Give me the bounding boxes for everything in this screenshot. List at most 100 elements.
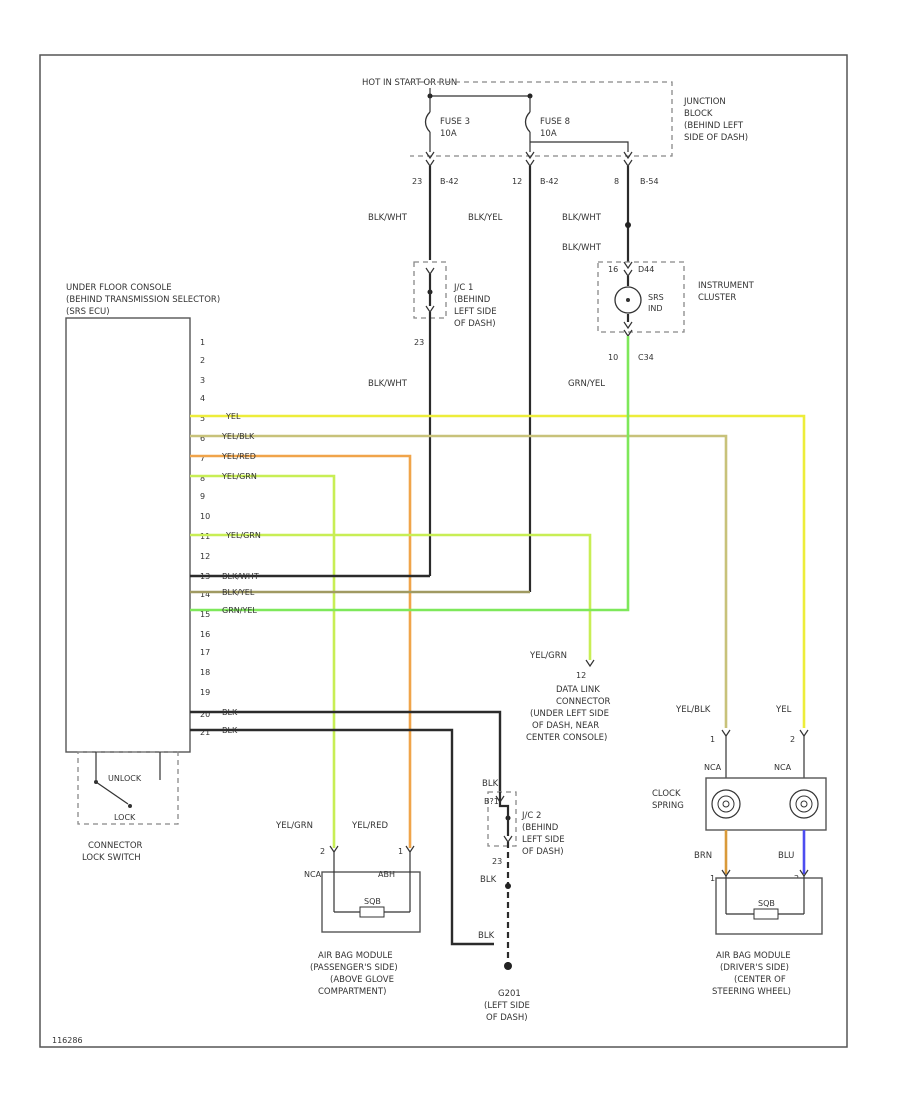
cluster-connector-top bbox=[623, 261, 633, 278]
clock-spring-coil-right bbox=[789, 789, 819, 819]
ground-line1: G201 bbox=[498, 989, 521, 999]
drv-wire-left-label: YEL/BLK bbox=[675, 705, 711, 715]
ecu-pin-17: 17 bbox=[200, 648, 210, 657]
pass-squib bbox=[333, 852, 411, 918]
drv-connector-arrows bbox=[721, 729, 809, 738]
b54-splice-dot bbox=[625, 222, 631, 228]
ecu-wire-label-p7: YEL/RED bbox=[221, 452, 256, 461]
connector-b42-a bbox=[425, 151, 435, 168]
diagram-frame bbox=[39, 54, 848, 1048]
power-label: HOT IN START OR RUN bbox=[362, 78, 457, 88]
clock-spring-coil-left bbox=[711, 789, 741, 819]
pass-pin-left: 2 bbox=[320, 847, 325, 856]
dlc-pin-arrow bbox=[585, 659, 595, 668]
srs-lamp-label-2: IND bbox=[648, 304, 663, 313]
cluster-label-1: INSTRUMENT bbox=[698, 281, 755, 291]
srs-indicator-center bbox=[626, 298, 630, 302]
ecu-wire-label-p5: YEL bbox=[225, 412, 241, 421]
figure-code: 116286 bbox=[52, 1036, 83, 1045]
junction-block-line4: SIDE OF DASH) bbox=[684, 133, 748, 143]
jc2-splice-dot bbox=[505, 883, 511, 889]
cluster-top-conn: D44 bbox=[638, 265, 654, 274]
jc1-line3: LEFT SIDE bbox=[454, 307, 497, 317]
pass-module-line4: COMPARTMENT) bbox=[318, 987, 386, 997]
ecu-pin-4: 4 bbox=[200, 394, 205, 403]
pass-squib-label: SQB bbox=[364, 897, 381, 906]
console-label-2: (BEHIND TRANSMISSION SELECTOR) bbox=[66, 295, 220, 305]
drv-pin-right: 2 bbox=[790, 735, 795, 744]
drv-squib bbox=[725, 876, 805, 920]
ecu-pin-10: 10 bbox=[200, 512, 210, 521]
ecu-pin-19: 19 bbox=[200, 688, 210, 697]
ecu-wire-label-p20: BLK bbox=[222, 708, 238, 717]
ecu-pin-11: 11 bbox=[200, 532, 210, 541]
wire-yelgrn-pin11 bbox=[190, 533, 592, 660]
drv-tag-left: NCA bbox=[704, 763, 722, 772]
dlc-line5: CENTER CONSOLE) bbox=[526, 733, 607, 743]
wire-yel-pin5 bbox=[190, 414, 806, 728]
drv-tag-right: NCA bbox=[774, 763, 792, 772]
console-label-1: UNDER FLOOR CONSOLE bbox=[66, 283, 172, 293]
fuse-8-symbol bbox=[524, 96, 531, 152]
cluster-bottom-pin: 10 bbox=[608, 353, 618, 362]
junction-block-line2: BLOCK bbox=[684, 109, 713, 119]
drv-module-line1: AIR BAG MODULE bbox=[716, 951, 791, 961]
jc2-line4: OF DASH) bbox=[522, 847, 564, 857]
dlc-wire-label: YEL/GRN bbox=[529, 651, 567, 661]
wire-label-blkwht-3: BLK/WHT bbox=[562, 243, 602, 253]
connector-lock-label-2: LOCK SWITCH bbox=[82, 853, 141, 863]
ecu-pin-20: 20 bbox=[200, 710, 210, 719]
ecu-wire-label-p14: BLK/YEL bbox=[222, 588, 255, 597]
wire-yelred-pin7 bbox=[190, 454, 412, 848]
wire-label-blkwht-2: BLK/WHT bbox=[562, 213, 602, 223]
wire-jc2-through bbox=[498, 792, 510, 836]
wire-label-blkwht-1: BLK/WHT bbox=[368, 213, 408, 223]
clock-spring-label-1: CLOCK bbox=[652, 789, 681, 799]
pass-wire-right-label: YEL/RED bbox=[351, 821, 388, 831]
ecu-pin-21: 21 bbox=[200, 728, 210, 737]
connector-lock-label-1: CONNECTOR bbox=[88, 841, 143, 851]
srs-lamp-label-1: SRS bbox=[648, 293, 664, 302]
jc2-line2: (BEHIND bbox=[522, 823, 559, 833]
connector-b54 bbox=[623, 151, 633, 168]
b54-pin: 8 bbox=[614, 177, 619, 186]
fuse-3-label: FUSE 3 bbox=[440, 117, 470, 127]
dlc-pin: 12 bbox=[576, 671, 586, 680]
ecu-pin-12: 12 bbox=[200, 552, 210, 561]
pass-module-line3: (ABOVE GLOVE bbox=[330, 975, 394, 985]
drv-wire-bot-right: BLU bbox=[778, 851, 794, 861]
connector-lock-unlock: UNLOCK bbox=[108, 774, 142, 783]
ground-line3: OF DASH) bbox=[486, 1013, 528, 1023]
jc1-pin: 23 bbox=[414, 338, 424, 347]
dlc-line2: CONNECTOR bbox=[556, 697, 611, 707]
jc2-pin-top: B?1 bbox=[484, 797, 499, 806]
cluster-top-pin: 16 bbox=[608, 265, 618, 274]
junction-block-line1: JUNCTION bbox=[683, 97, 726, 107]
fuse-8-label: FUSE 8 bbox=[540, 117, 570, 127]
pass-module-line1: AIR BAG MODULE bbox=[318, 951, 393, 961]
ecu-wire-label-p21: BLK bbox=[222, 726, 238, 735]
console-label-3: (SRS ECU) bbox=[66, 307, 110, 317]
cluster-bottom-conn: C34 bbox=[638, 353, 654, 362]
ecu-wire-label-p11: YEL/GRN bbox=[225, 531, 261, 540]
jc2-line1: J/C 2 bbox=[521, 811, 541, 821]
b42b-pin: 12 bbox=[512, 177, 522, 186]
jc2-line3: LEFT SIDE bbox=[522, 835, 565, 845]
ecu-pin-16: 16 bbox=[200, 630, 210, 639]
ecu-pin-15: 15 bbox=[200, 610, 210, 619]
cluster-connector-bottom bbox=[623, 321, 633, 338]
drv-module-line4: STEERING WHEEL) bbox=[712, 987, 791, 997]
drv-pin-bot-left: 1 bbox=[710, 874, 715, 883]
srs-ecu-box bbox=[65, 317, 191, 753]
ecu-pin-3: 3 bbox=[200, 376, 205, 385]
pass-tag-left: NCA bbox=[304, 870, 322, 879]
wire-blk-pin21 bbox=[190, 728, 494, 946]
connector-lock-outline bbox=[77, 751, 179, 825]
ecu-pin-7: 7 bbox=[200, 454, 205, 463]
pass-wire-left-label: YEL/GRN bbox=[275, 821, 313, 831]
ground-wire-label: BLK bbox=[478, 931, 495, 941]
ecu-wire-label-p13: BLK/WHT bbox=[222, 572, 259, 581]
dlc-line4: OF DASH, NEAR bbox=[532, 721, 599, 731]
wire-label-blkwht-4: BLK/WHT bbox=[368, 379, 408, 389]
